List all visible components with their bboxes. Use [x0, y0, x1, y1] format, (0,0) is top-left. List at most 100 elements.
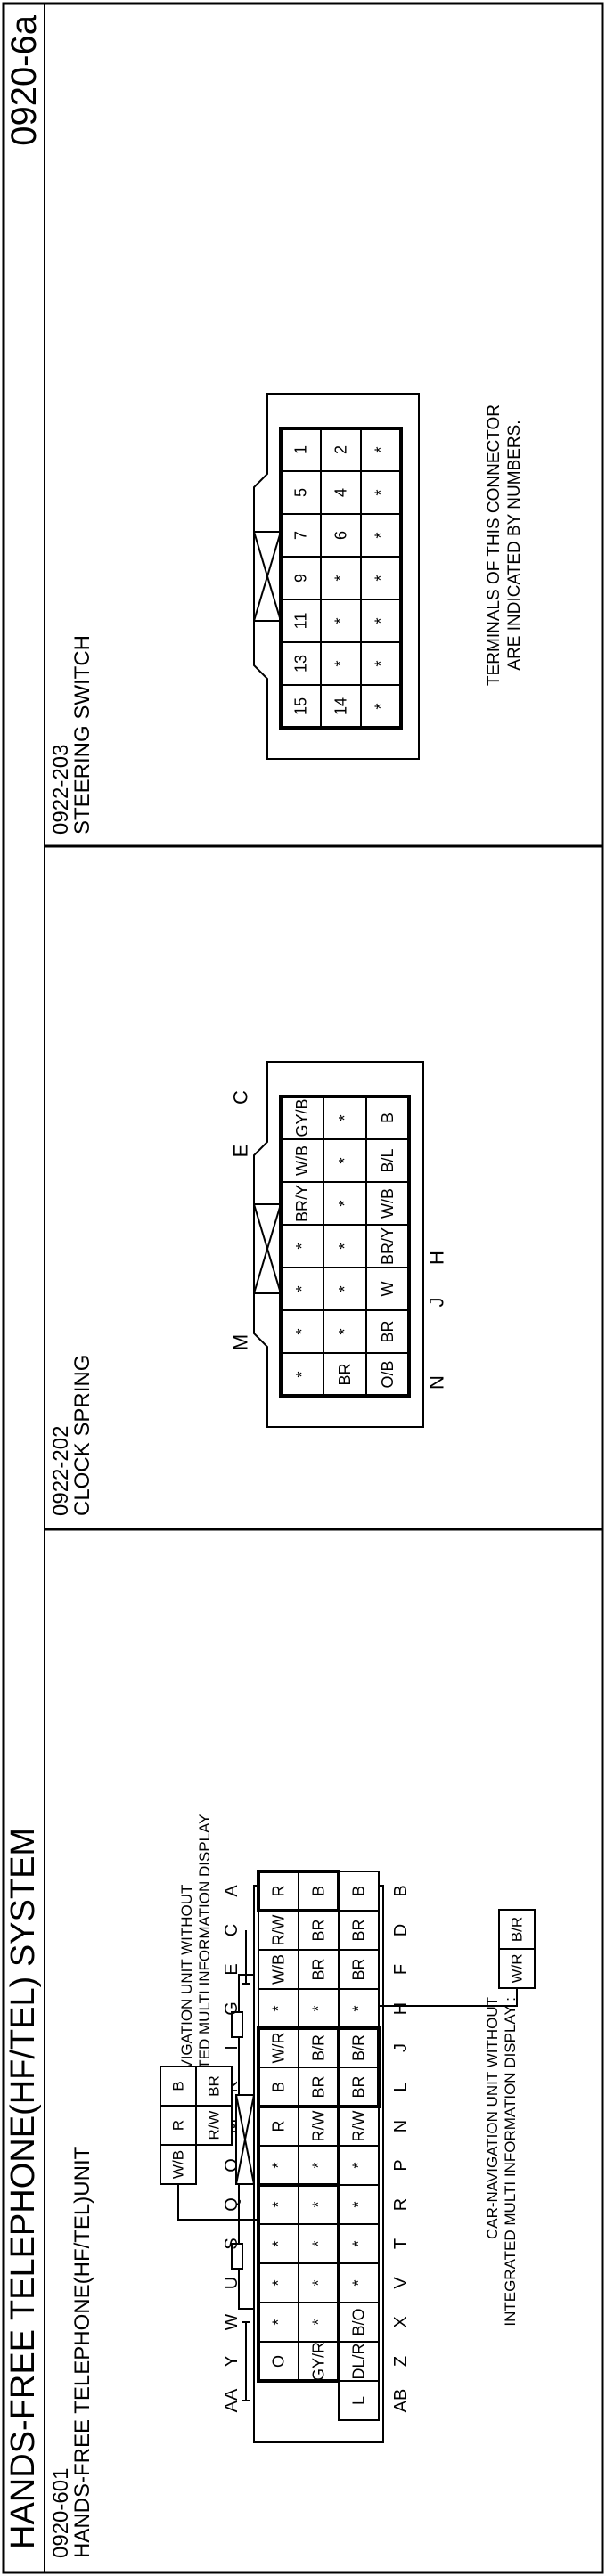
center-latch-cross: [235, 2094, 255, 2185]
cs-label-e: E: [230, 1145, 252, 1158]
hf-row3-cell-label: B: [350, 1886, 368, 1896]
p3-note-2: ARE INDICATED BY NUMBERS.: [505, 420, 524, 670]
cs-row3-cell-label: BR/Y: [379, 1227, 397, 1265]
hf-top-label: W: [222, 2313, 242, 2330]
cs-row3-cell-label: W/B: [379, 1188, 397, 1219]
variant-box-label: B: [170, 2081, 187, 2091]
hf-row1-cell-label: *: [270, 2005, 288, 2011]
ss-row2-cell-label: 4: [332, 488, 350, 497]
hf-top-label: G: [222, 2001, 242, 2016]
hf-top-label: I: [222, 2045, 242, 2050]
cs-row2-cell-label: *: [336, 1200, 354, 1206]
hf-row3-cell-label: B/R: [350, 2034, 368, 2061]
variant2-leader: [379, 1988, 518, 2007]
cs-housing: [253, 1061, 424, 1428]
hf-bottom-label: P: [391, 2159, 411, 2171]
hf-bottom-label: R: [391, 2198, 411, 2211]
hf-top-label: E: [222, 1963, 242, 1975]
hf-bottom-label: H: [391, 2002, 411, 2015]
variant-box2-cell: [498, 1909, 536, 1950]
p1-note-top-2: INTEGRATED MULTI INFORMATION DISPLAY: [196, 1814, 213, 2136]
ss-row3-cell-label: *: [373, 660, 390, 666]
hf-pin-group: [257, 1870, 340, 1912]
hf-row1-cell-label: *: [270, 2162, 288, 2168]
cs-row1-cell-label: GY/B: [293, 1098, 311, 1137]
ss-row1-cell-label: 13: [292, 655, 310, 673]
p1-note-bottom-2: INTEGRATED MULTI INFORMATION DISPLAY :: [502, 1997, 519, 2327]
e-bracket: [242, 1930, 250, 1985]
hf-bottom-label: AB: [391, 2389, 411, 2413]
ss-row1-cell-label: 1: [292, 445, 310, 454]
hf-row1-cell-label: W/B: [270, 1954, 288, 1985]
ss-row2-cell-label: *: [332, 660, 350, 666]
cs-row1-cell-label: *: [293, 1285, 311, 1292]
side-latch: [231, 2011, 243, 2038]
hf-row3-cell-label: *: [350, 2279, 368, 2286]
cs-label-j: J: [426, 1298, 448, 1308]
housing-outline: [253, 1885, 384, 2443]
hf-row2-cell-label: BR: [310, 1919, 328, 1941]
hf-row1-cell-label: O: [270, 2355, 288, 2368]
hf-row1-cell-label: B: [270, 2082, 288, 2092]
cs-row2-cell-label: *: [336, 1157, 354, 1163]
hf-bottom-label: V: [391, 2277, 411, 2289]
ss-row3-cell-label: *: [373, 617, 390, 624]
variant-box-label: R/W: [206, 2110, 223, 2140]
variant-box2-label: W/R: [509, 1953, 526, 1983]
cs-row2-cell-label: *: [336, 1328, 354, 1334]
hf-top-label: C: [222, 1924, 242, 1936]
page-number: 0920-6a: [4, 14, 44, 146]
hf-bottom-label: T: [391, 2238, 411, 2249]
cs-row1-cell-label: *: [293, 1328, 311, 1334]
hf-row3-cell-label: *: [350, 2005, 368, 2011]
hf-row2-cell-label: *: [310, 2162, 328, 2168]
ss-row2-cell-label: *: [332, 575, 350, 581]
hf-bottom-label: Z: [391, 2356, 411, 2367]
hf-row3-cell-label: BR: [350, 1958, 368, 1980]
hf-row2-cell-label: R/W: [310, 2111, 328, 2142]
cs-row1-cell-label: *: [293, 1243, 311, 1249]
variant-box-label: W/B: [170, 2150, 187, 2179]
hf-top-label: O: [222, 2158, 242, 2172]
clock-spring-name: CLOCK SPRING: [70, 1355, 94, 1516]
cs-label-h: H: [426, 1251, 448, 1265]
hf-row1-cell-label: *: [270, 2279, 288, 2286]
cs-label-n: N: [426, 1375, 448, 1390]
ss-row3-cell-label: *: [373, 703, 390, 709]
hf-row1-cell-label: *: [270, 2240, 288, 2246]
ss-row2-cell-label: 2: [332, 445, 350, 454]
variant-leader: [177, 2184, 258, 2221]
hf-row2-cell-label: *: [310, 2319, 328, 2325]
ss-row1-cell-label: 9: [292, 574, 310, 583]
ss-row2-cell-label: *: [332, 617, 350, 624]
hf-bottom-label: L: [391, 2082, 411, 2091]
steering-switch-name: STEERING SWITCH: [70, 635, 94, 835]
hf-tel-unit-name: HANDS-FREE TELEPHONE(HF/TEL)UNIT: [70, 2146, 94, 2558]
page-title: HANDS-FREE TELEPHONE(HF/TEL) SYSTEM: [4, 1828, 42, 2549]
cs-label-m: M: [230, 1334, 252, 1350]
hf-bottom-label: X: [391, 2316, 411, 2327]
p3-note-1: TERMINALS OF THIS CONNECTOR: [485, 404, 504, 686]
hf-row2-cell-label: *: [310, 2005, 328, 2011]
hf-row2-cell-label: BR: [310, 1958, 328, 1980]
cs-row2-cell-label: *: [336, 1243, 354, 1249]
hf-top-label: Y: [222, 2355, 242, 2367]
cs-row2-cell-label: *: [336, 1114, 354, 1121]
hf-bottom-label: N: [391, 2120, 411, 2132]
cs-row2-cell-label: *: [336, 1285, 354, 1292]
hf-row3-cell-label: R/W: [350, 2111, 368, 2142]
hf-row2-cell-label: *: [310, 2240, 328, 2246]
hf-tel-unit-connector: O*****RBW/R*W/BR/WRGY/R*****R/WBRB/R*BRB…: [160, 1870, 536, 2443]
ss-housing: [253, 393, 420, 760]
steering-switch-code: 0922-203: [49, 745, 73, 835]
hf-row2-cell-label: GY/R: [310, 2342, 328, 2381]
clock-spring-connector: ****BR/YW/BGY/BBR******O/BBRWBR/YW/BB/LB…: [230, 1061, 448, 1428]
hf-top-label: S: [222, 2238, 242, 2249]
hf-row2-cell-label: BR: [310, 2075, 328, 2098]
hf-bottom-label: F: [391, 1964, 411, 1975]
cs-row2-cell-label: BR: [336, 1363, 354, 1385]
hf-row1-cell-label: *: [270, 2319, 288, 2325]
ss-row3-cell-label: *: [373, 575, 390, 581]
